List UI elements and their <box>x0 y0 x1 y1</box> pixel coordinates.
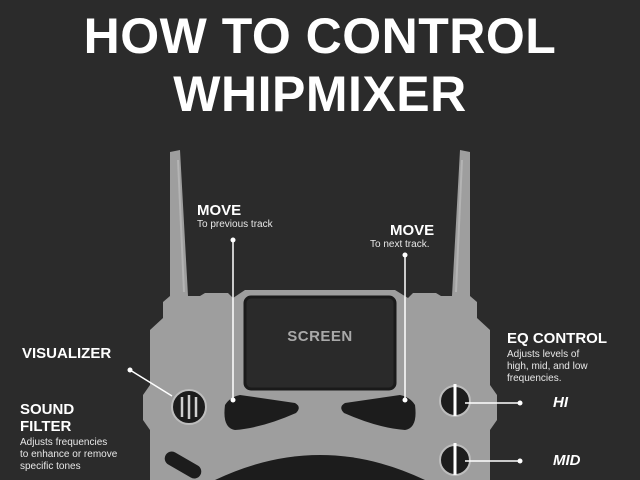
eq-control-title: EQ CONTROL <box>507 330 607 347</box>
eq-hi-label: HI <box>553 394 568 411</box>
sound-filter-desc-1: Adjusts frequencies <box>20 437 108 448</box>
leader-lines <box>127 237 523 464</box>
move-next-title: MOVE <box>390 222 435 239</box>
device-screen <box>243 295 397 391</box>
title-line-2: WHIPMIXER <box>173 66 467 122</box>
title-line-1: HOW TO CONTROL <box>83 8 557 64</box>
move-next-button[interactable] <box>341 395 416 430</box>
move-previous-desc: To previous track <box>197 219 273 230</box>
eq-control-desc-1: Adjusts levels of <box>507 349 580 360</box>
eq-mid-label: MID <box>553 452 581 469</box>
visualizer-title: VISUALIZER <box>22 345 112 362</box>
sound-filter-title-1: SOUND <box>20 401 75 418</box>
sound-filter-title-2: FILTER <box>20 418 72 435</box>
sound-filter-desc-2: to enhance or remove <box>20 449 118 460</box>
move-previous-title: MOVE <box>197 202 242 219</box>
move-next-desc: To next track. <box>370 239 430 250</box>
eq-control-desc-3: frequencies. <box>507 373 562 384</box>
sound-filter-desc-3: specific tones <box>20 461 81 472</box>
screen-label: SCREEN <box>287 328 353 345</box>
eq-mid-knob[interactable] <box>439 443 471 476</box>
eq-hi-knob[interactable] <box>439 384 471 417</box>
device-wheel <box>215 455 425 480</box>
visualizer-knob[interactable] <box>171 389 207 425</box>
move-previous-button[interactable] <box>224 395 299 430</box>
eq-control-desc-2: high, mid, and low <box>507 361 588 372</box>
